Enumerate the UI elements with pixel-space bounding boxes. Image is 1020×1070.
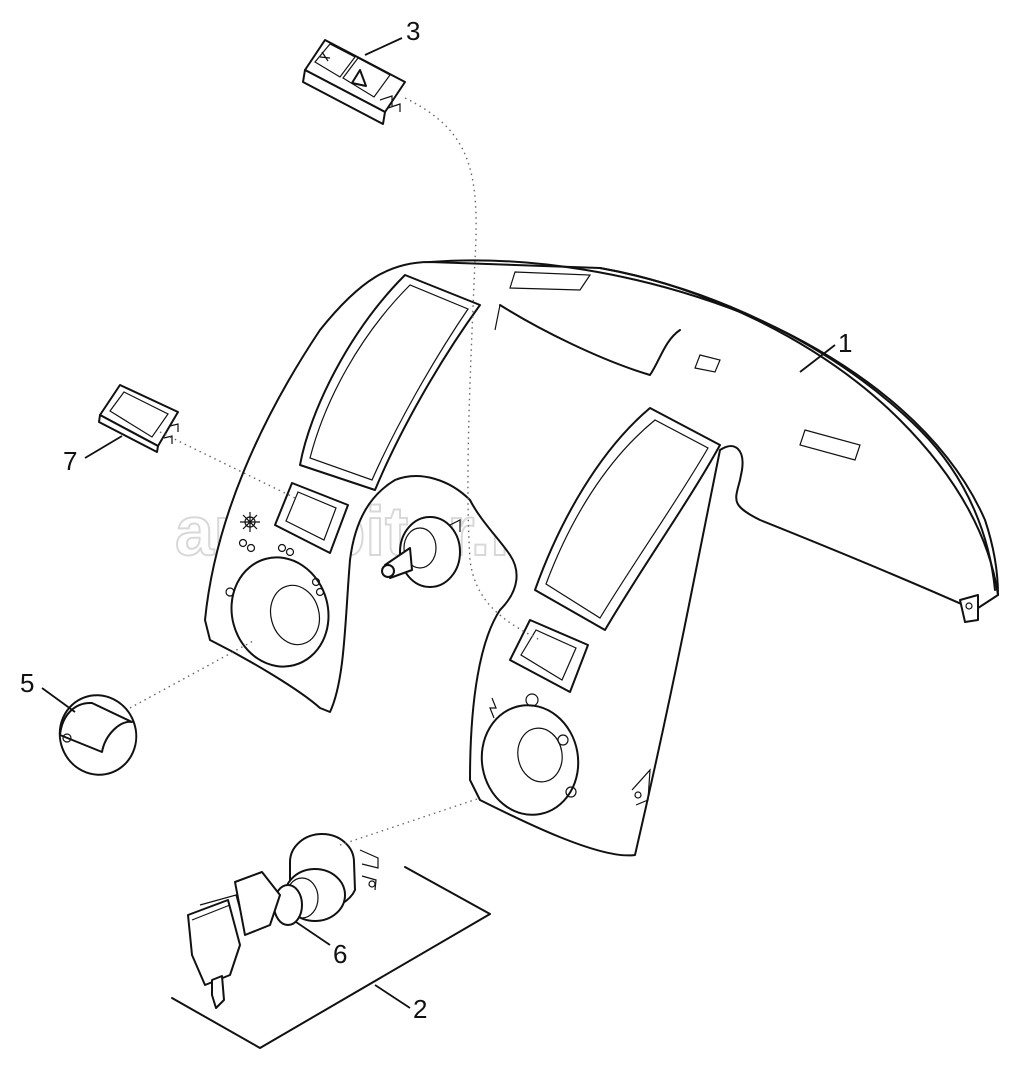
light-switch-symbols: [238, 512, 325, 597]
callout-1: 1: [838, 328, 852, 358]
callout-leader-2: [374, 984, 411, 1009]
kit-bracket: [171, 866, 491, 1049]
callout-leader-1: [799, 344, 836, 373]
callout-7: 7: [63, 446, 77, 476]
callout-3: 3: [406, 16, 420, 46]
knob: [58, 694, 138, 776]
wiper-switch-symbols: [489, 693, 577, 798]
rotary-switch: [381, 516, 461, 588]
dashboard-panel: [204, 259, 999, 857]
callout-leader-6: [295, 921, 331, 946]
ignition-key: [187, 871, 281, 1009]
callout-5: 5: [20, 668, 34, 698]
callout-2: 2: [413, 994, 427, 1024]
callout-leader-7: [84, 435, 123, 459]
callout-leader-3: [364, 37, 403, 56]
indicator-lamp: [98, 384, 179, 453]
callout-leader-5: [41, 687, 76, 713]
hazard-switch: [302, 39, 406, 125]
ignition-switch: [273, 833, 379, 926]
callout-6: 6: [333, 939, 347, 969]
hazard-triangle-icon: [351, 69, 367, 87]
